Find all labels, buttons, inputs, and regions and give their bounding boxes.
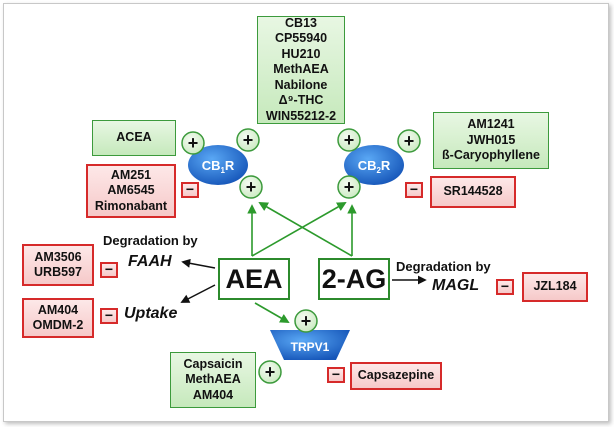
plus-sign-cb2-right: + bbox=[397, 129, 421, 153]
list-item: HU210 bbox=[281, 46, 321, 61]
cb2-antagonist-box: SR144528 bbox=[430, 176, 516, 208]
svg-text:+: + bbox=[188, 133, 199, 153]
list-item: AM3506 bbox=[34, 249, 82, 264]
arrow-2ag-to-cb1 bbox=[258, 202, 353, 257]
minus-sign-faah: − bbox=[100, 262, 118, 278]
svg-text:TRPV1: TRPV1 bbox=[291, 340, 330, 354]
svg-text:+: + bbox=[265, 362, 276, 382]
faah-label: FAAH bbox=[128, 253, 172, 270]
magl-label: MAGL bbox=[432, 277, 480, 294]
svg-text:+: + bbox=[344, 177, 355, 197]
minus-sign-cb2: − bbox=[405, 182, 423, 198]
arrow-aea-to-faah bbox=[181, 258, 216, 269]
svg-text:+: + bbox=[243, 130, 254, 150]
trpv1-antagonist-box: Capsazepine bbox=[350, 362, 442, 390]
cb1-receptor bbox=[188, 145, 248, 185]
list-item: CP55940 bbox=[274, 31, 328, 46]
list-item: WIN55212-2 bbox=[265, 108, 337, 123]
svg-text:CB1R: CB1R bbox=[202, 158, 235, 175]
list-item: AM6545 bbox=[107, 183, 155, 198]
plus-sign-cb2-bottom: + bbox=[337, 175, 361, 199]
arrow-aea-to-uptake bbox=[180, 284, 216, 303]
plus-sign-cb1-left: + bbox=[181, 131, 205, 155]
plus-sign-cb1-bottom: + bbox=[239, 175, 263, 199]
minus-sign-magl: − bbox=[496, 279, 514, 295]
svg-text:+: + bbox=[404, 131, 415, 151]
arrow-aea-to-cb2 bbox=[251, 202, 347, 257]
arrow-aea-to-trpv1 bbox=[254, 302, 290, 323]
list-item: JWH015 bbox=[466, 132, 516, 147]
svg-text:CB2R: CB2R bbox=[358, 158, 391, 175]
list-item: Δ⁹-THC bbox=[278, 93, 324, 108]
aea-node: AEA bbox=[218, 258, 290, 300]
list-item: Capsaicin bbox=[183, 356, 243, 371]
cb2-receptor bbox=[344, 145, 404, 185]
list-item: URB597 bbox=[34, 265, 82, 279]
plus-sign-cb2-top: + bbox=[337, 128, 361, 152]
plus-sign-trpv1-top: + bbox=[294, 309, 318, 333]
list-item: AM1241 bbox=[467, 117, 515, 132]
list-item: OMDM-2 bbox=[32, 318, 84, 332]
svg-text:+: + bbox=[246, 177, 257, 197]
plus-sign-trpv1-left: + bbox=[258, 360, 282, 384]
list-item: ACEA bbox=[116, 130, 152, 145]
list-item: Rimonabant bbox=[94, 198, 168, 213]
cb1-agonist-box: ACEA bbox=[92, 120, 176, 156]
plus-sign-cb1-top: + bbox=[236, 128, 260, 152]
list-item: CB13 bbox=[285, 15, 317, 30]
minus-sign-cb1: − bbox=[181, 182, 199, 198]
magl-caption: Degradation by bbox=[396, 259, 491, 274]
list-item: ß-Caryophyllene bbox=[442, 148, 540, 163]
list-item: JZL184 bbox=[533, 279, 577, 294]
faah-caption: Degradation by bbox=[103, 233, 198, 248]
two-ag-node: 2-AG bbox=[318, 258, 390, 300]
uptake-label: Uptake bbox=[124, 305, 178, 322]
list-item: Capsazepine bbox=[357, 368, 435, 383]
list-item: AM404 bbox=[37, 302, 79, 317]
list-item: AM404 bbox=[192, 387, 234, 402]
list-item: MethAEA bbox=[185, 372, 241, 387]
minus-sign-uptake: − bbox=[100, 308, 118, 324]
minus-sign-trpv1: − bbox=[327, 367, 345, 383]
list-item: MethAEA bbox=[273, 62, 329, 77]
list-item: Nabilone bbox=[274, 77, 328, 92]
list-item: SR144528 bbox=[443, 184, 503, 199]
svg-text:+: + bbox=[344, 130, 355, 150]
trpv1-channel bbox=[270, 330, 350, 360]
list-item: AM251 bbox=[110, 167, 152, 182]
svg-text:+: + bbox=[301, 311, 312, 331]
magl-inhibitor-box: JZL184 bbox=[522, 272, 588, 302]
